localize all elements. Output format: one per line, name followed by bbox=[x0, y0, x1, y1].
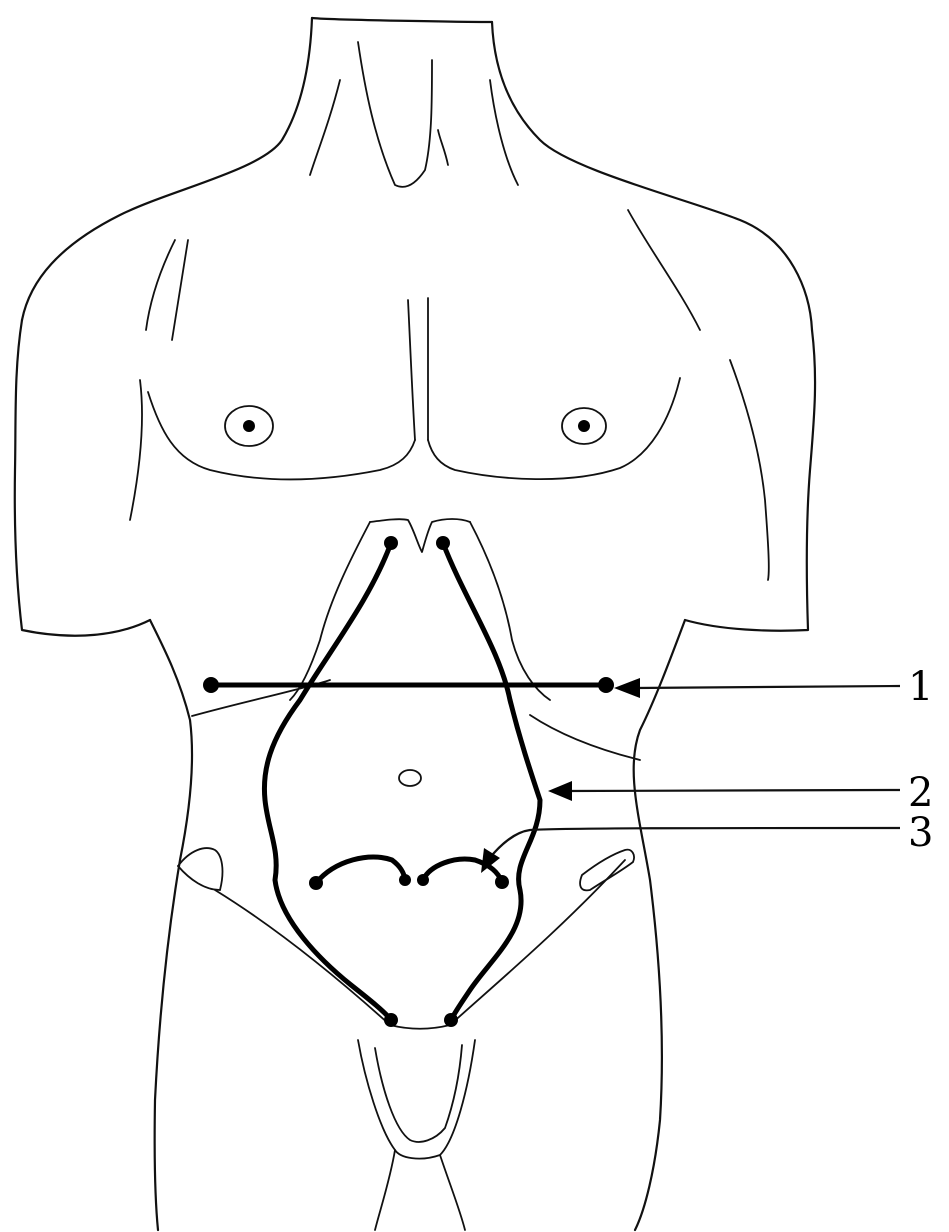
right-arm bbox=[628, 210, 815, 631]
pointer-3 bbox=[481, 828, 900, 873]
right-nipple bbox=[562, 408, 606, 444]
torso-outline bbox=[150, 519, 685, 1230]
left-arm bbox=[15, 240, 175, 636]
genitals bbox=[358, 1040, 475, 1230]
chest bbox=[148, 240, 680, 479]
label-3: 3 bbox=[908, 810, 933, 856]
neck bbox=[22, 18, 812, 330]
pointer-2 bbox=[548, 781, 900, 801]
label-1: 1 bbox=[908, 664, 933, 710]
left-nipple bbox=[225, 406, 273, 446]
incision-1-transverse bbox=[203, 677, 614, 693]
incision-3-arcs bbox=[309, 857, 509, 890]
navel bbox=[399, 770, 421, 786]
pointer-1 bbox=[614, 678, 900, 698]
